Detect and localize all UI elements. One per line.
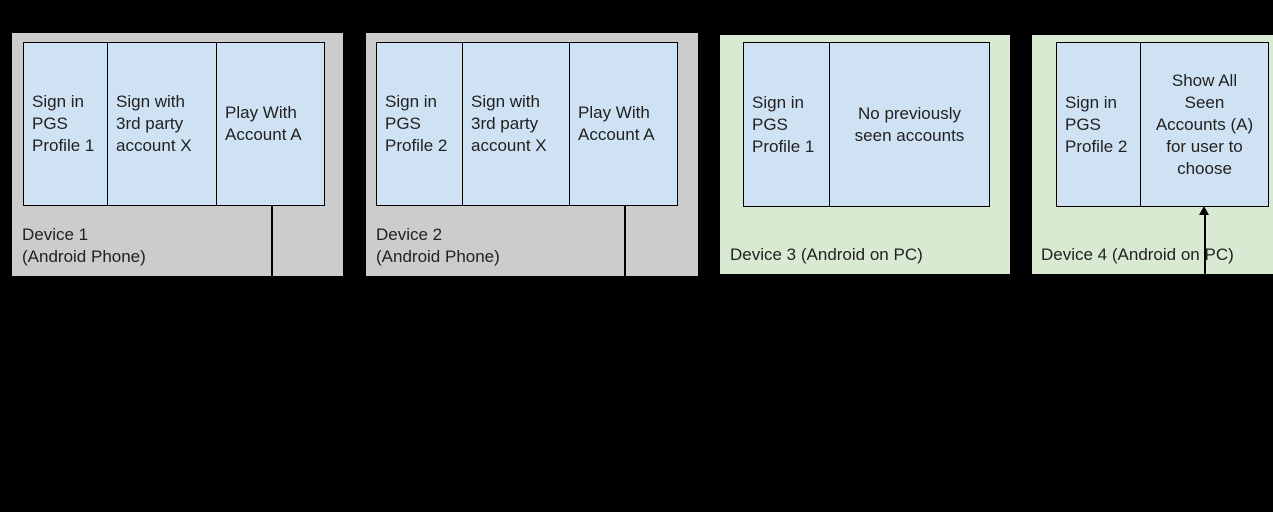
- device-1-box-sign-in-pgs-profile-1: Sign in PGS Profile 1: [23, 42, 108, 206]
- device-3-box-sign-in-pgs-profile-1: Sign in PGS Profile 1: [743, 42, 830, 207]
- device-2-label: Device 2 (Android Phone): [376, 225, 500, 266]
- device-2-box-play-with-account-a: Play With Account A: [569, 42, 678, 206]
- device-1-label: Device 1 (Android Phone): [22, 225, 146, 266]
- device-2-box-sign-with-3rd-party: Sign with 3rd party account X: [462, 42, 570, 206]
- device-1-box-sign-with-3rd-party: Sign with 3rd party account X: [107, 42, 217, 206]
- device-3-label: Device 3 (Android on PC): [730, 245, 923, 264]
- device-4-arrow-line: [1204, 214, 1206, 512]
- device-2-panel: Sign in PGS Profile 2 Sign with 3rd part…: [366, 33, 698, 276]
- device-1-panel: Sign in PGS Profile 1 Sign with 3rd part…: [12, 33, 343, 276]
- device-1-connector-line: [271, 205, 273, 276]
- device-4-up-arrowhead-icon: [1199, 206, 1209, 215]
- device-4-label: Device 4 (Android on PC): [1041, 245, 1234, 264]
- device-4-box-show-all-seen-accounts: Show All Seen Accounts (A) for user to c…: [1140, 42, 1269, 207]
- device-4-box-sign-in-pgs-profile-2: Sign in PGS Profile 2: [1056, 42, 1141, 207]
- device-2-box-sign-in-pgs-profile-2: Sign in PGS Profile 2: [376, 42, 463, 206]
- device-2-connector-line: [624, 205, 626, 276]
- device-3-box-no-previously-seen-accounts: No previously seen accounts: [829, 42, 990, 207]
- device-3-panel: Sign in PGS Profile 1 No previously seen…: [720, 35, 1010, 274]
- device-4-panel: Sign in PGS Profile 2 Show All Seen Acco…: [1032, 35, 1273, 274]
- device-1-box-play-with-account-a: Play With Account A: [216, 42, 325, 206]
